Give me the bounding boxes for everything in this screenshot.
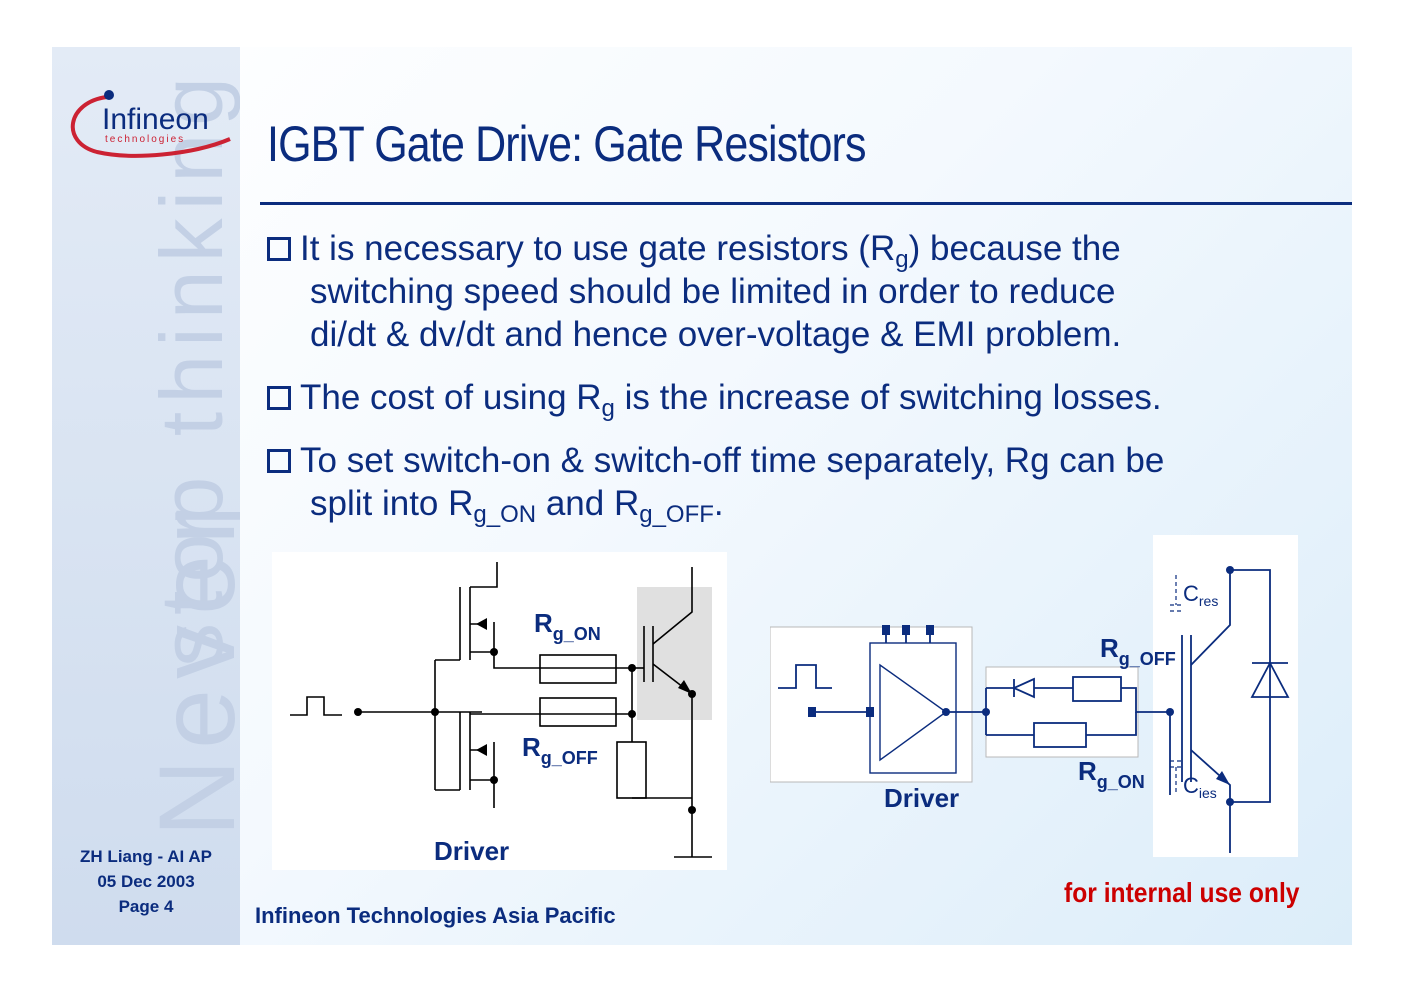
right-rg-off-label: Rg_OFF bbox=[1100, 633, 1176, 669]
footer-page: Page 4 bbox=[118, 897, 174, 916]
infineon-logo: Infineon technologies bbox=[70, 90, 231, 158]
bullet-3-line-1: To set switch-on & switch-off time separ… bbox=[300, 441, 1165, 480]
cies-label: Cies bbox=[1183, 773, 1217, 801]
bullet-1-sub: g bbox=[895, 246, 909, 273]
bullet-3: To set switch-on & switch-off time separ… bbox=[267, 439, 1165, 528]
watermark: Never stop thinking bbox=[136, 69, 240, 837]
logo-brand: Infineon bbox=[102, 103, 209, 136]
footer-company: Infineon Technologies Asia Pacific bbox=[255, 903, 616, 928]
bullet-2: The cost of using Rg is the increase of … bbox=[267, 376, 1162, 422]
bullet-3-text-a: split into R bbox=[310, 484, 474, 523]
cres-label: Cres bbox=[1183, 581, 1218, 609]
bullet-3-sub-1: g_ON bbox=[473, 501, 537, 528]
bullet-1-line-2: switching speed should be limited in ord… bbox=[310, 272, 1116, 311]
bullet-1-text-b: ) because the bbox=[908, 229, 1121, 268]
left-rg-on-label: Rg_ON bbox=[534, 608, 601, 644]
watermark-never: Never bbox=[136, 499, 240, 837]
slide-title: IGBT Gate Drive: Gate Resistors bbox=[267, 116, 866, 172]
bullet-2-sub: g bbox=[601, 395, 615, 422]
footer-date: 05 Dec 2003 bbox=[97, 872, 195, 891]
gate-resistor-split-circuit: Rg_ON Rg_OFF Driver bbox=[272, 552, 727, 870]
bullet-2-text-b: is the increase of switching losses. bbox=[614, 378, 1162, 417]
bullet-1-text-a: It is necessary to use gate resistors (R bbox=[300, 229, 896, 268]
bullet-1: It is necessary to use gate resistors (R… bbox=[267, 227, 1121, 356]
watermark-stop-thinking: stop thinking bbox=[142, 69, 240, 667]
bullet-3-text-c: . bbox=[713, 484, 724, 523]
checkbox-bullet-icon bbox=[267, 386, 291, 410]
bullet-3-sub-2: g_OFF bbox=[639, 501, 714, 528]
right-rg-on-label: Rg_ON bbox=[1078, 756, 1145, 792]
footer-author: ZH Liang - AI AP bbox=[80, 847, 212, 866]
title-divider bbox=[260, 202, 1352, 205]
checkbox-bullet-icon bbox=[267, 449, 291, 473]
logo-subtitle: technologies bbox=[105, 134, 185, 145]
checkbox-bullet-icon bbox=[267, 237, 291, 261]
left-driver-label: Driver bbox=[434, 836, 509, 866]
driver-igbt-circuit: Rg_OFF Rg_ON Driver Cres Cies bbox=[770, 535, 1298, 857]
left-rg-off-label: Rg_OFF bbox=[522, 732, 598, 768]
bullet-1-line-3: di/dt & dv/dt and hence over-voltage & E… bbox=[310, 315, 1122, 354]
sidebar bbox=[52, 47, 240, 945]
right-driver-label: Driver bbox=[884, 783, 959, 813]
bullet-3-line-2: split into Rg_ON and Rg_OFF. bbox=[267, 482, 1164, 528]
bullet-2-text-a: The cost of using R bbox=[300, 378, 602, 417]
slide: Never stop thinking Infineon technologie… bbox=[52, 47, 1352, 945]
bullet-3-text-b: and R bbox=[536, 484, 640, 523]
classification-label: for internal use only bbox=[1064, 877, 1300, 908]
